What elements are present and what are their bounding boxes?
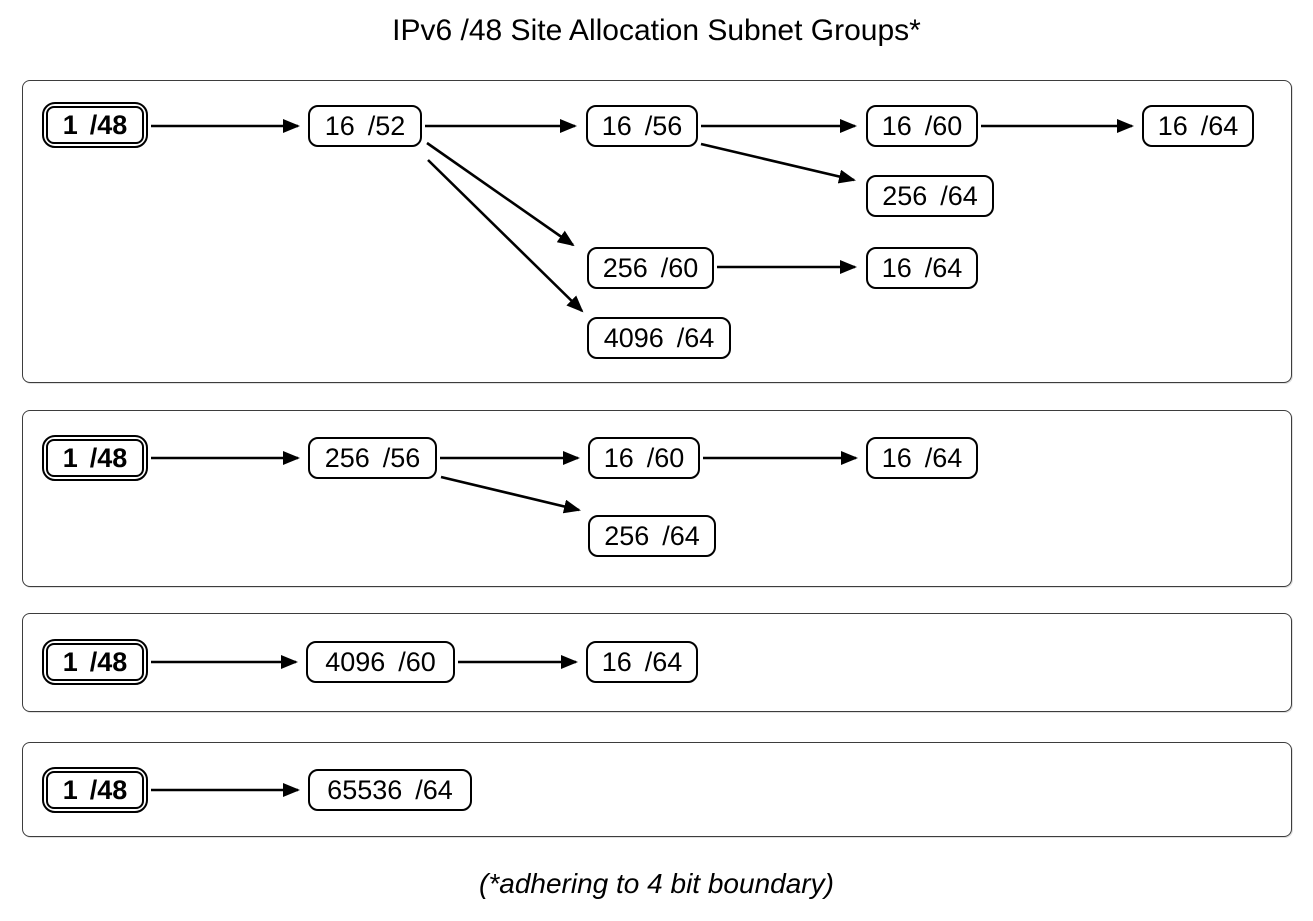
diagram-title: IPv6 /48 Site Allocation Subnet Groups* xyxy=(392,14,921,47)
node-g1-16-56: 16/56 xyxy=(586,105,698,147)
node-count: 256 xyxy=(882,180,928,211)
node-g2-256-64: 256/64 xyxy=(588,515,716,557)
node-prefix: /64 xyxy=(940,180,978,211)
node-prefix: /64 xyxy=(676,322,715,353)
node-inner-border: 1/48 xyxy=(46,439,144,477)
node-g1-16-64-a: 16/64 xyxy=(1142,105,1254,147)
node-prefix: /56 xyxy=(382,442,421,473)
node-prefix: /64 xyxy=(415,774,453,805)
node-prefix: /64 xyxy=(1200,110,1239,141)
node-count: 16 xyxy=(603,442,634,473)
node-g2-16-64: 16/64 xyxy=(866,437,978,479)
node-prefix: /48 xyxy=(89,109,128,140)
node-count: 16 xyxy=(601,110,632,141)
footnote: (*adhering to 4 bit boundary) xyxy=(479,868,834,899)
node-g4-1-48: 1/48 xyxy=(42,767,148,813)
node-prefix: /48 xyxy=(89,646,128,677)
node-prefix: /64 xyxy=(644,646,683,677)
node-g1-256-64: 256/64 xyxy=(866,175,994,217)
node-count: 1 xyxy=(62,442,78,473)
node-count: 65536 xyxy=(327,774,403,805)
node-count: 1 xyxy=(62,646,78,677)
node-g3-16-64: 16/64 xyxy=(586,641,698,683)
node-prefix: /48 xyxy=(89,442,128,473)
node-count: 1 xyxy=(62,774,78,805)
node-g3-1-48: 1/48 xyxy=(42,639,148,685)
node-count: 256 xyxy=(602,252,648,283)
node-g4-65536-64: 65536/64 xyxy=(308,769,472,811)
node-g1-16-52: 16/52 xyxy=(308,105,422,147)
node-prefix: /60 xyxy=(398,646,436,677)
node-g1-16-60: 16/60 xyxy=(866,105,978,147)
node-prefix: /64 xyxy=(924,442,963,473)
node-g1-4096-64: 4096/64 xyxy=(587,317,731,359)
node-count: 16 xyxy=(324,110,355,141)
node-prefix: /56 xyxy=(644,110,683,141)
node-count: 256 xyxy=(604,520,650,551)
node-count: 16 xyxy=(1157,110,1188,141)
node-inner-border: 1/48 xyxy=(46,106,144,144)
node-prefix: /60 xyxy=(646,442,685,473)
node-prefix: /64 xyxy=(662,520,700,551)
node-count: 16 xyxy=(601,646,632,677)
node-g1-256-60: 256/60 xyxy=(587,247,714,289)
node-prefix: /60 xyxy=(924,110,963,141)
subnet-group-panel-4 xyxy=(22,742,1292,837)
node-count: 4096 xyxy=(325,646,386,677)
node-g1-16-64-b: 16/64 xyxy=(866,247,978,289)
node-prefix: /48 xyxy=(89,774,128,805)
node-g2-256-56: 256/56 xyxy=(308,437,437,479)
node-count: 256 xyxy=(324,442,370,473)
node-g2-1-48: 1/48 xyxy=(42,435,148,481)
node-g1-1-48: 1/48 xyxy=(42,102,148,148)
node-count: 4096 xyxy=(603,322,664,353)
node-count: 1 xyxy=(62,109,78,140)
node-g3-4096-60: 4096/60 xyxy=(306,641,455,683)
node-inner-border: 1/48 xyxy=(46,771,144,809)
node-count: 16 xyxy=(881,252,912,283)
node-g2-16-60: 16/60 xyxy=(588,437,700,479)
node-prefix: /52 xyxy=(367,110,406,141)
node-count: 16 xyxy=(881,442,912,473)
node-count: 16 xyxy=(881,110,912,141)
node-prefix: /64 xyxy=(924,252,963,283)
node-prefix: /60 xyxy=(660,252,699,283)
node-inner-border: 1/48 xyxy=(46,643,144,681)
